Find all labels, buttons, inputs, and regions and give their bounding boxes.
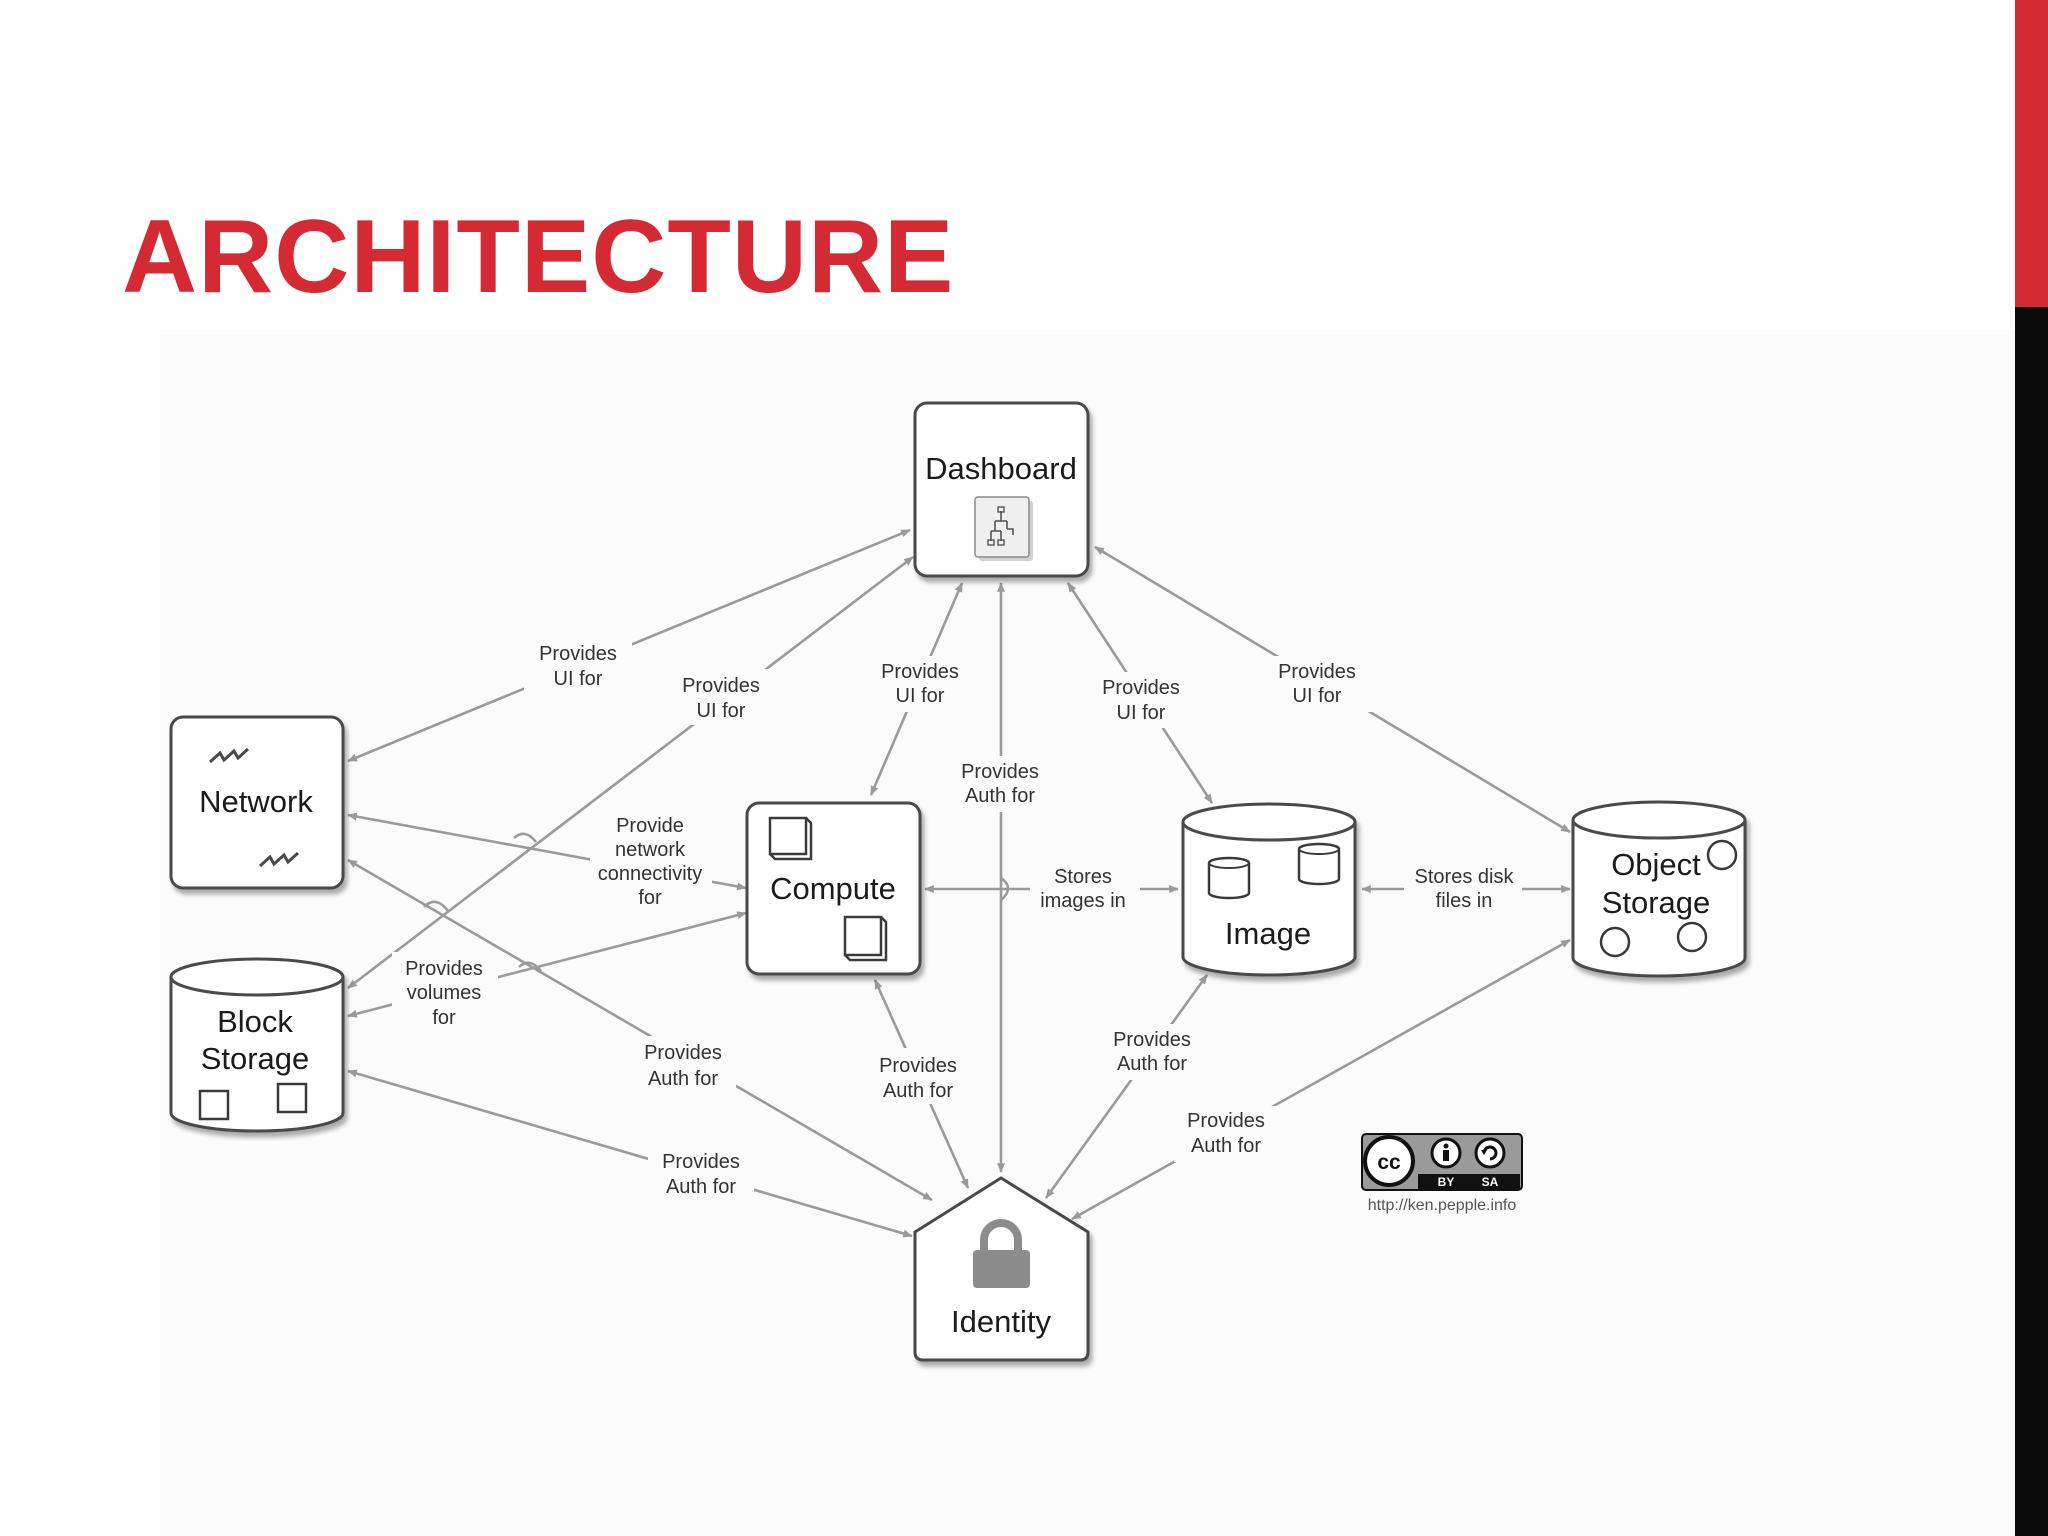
edge-label-identity-object: Provides Auth for: [1174, 1106, 1280, 1162]
svg-text:Provides: Provides: [682, 675, 760, 697]
lock-icon: [973, 1219, 1030, 1288]
svg-text:Provides: Provides: [644, 1042, 722, 1064]
edge-label-identity-image: Provides Auth for: [1100, 1024, 1206, 1080]
svg-text:files in: files in: [1436, 890, 1493, 912]
node-object-storage-label: Storage: [1602, 885, 1711, 920]
edges: [347, 528, 1571, 1238]
edge-label-network-compute: Provide network connectivity for: [590, 812, 712, 912]
attribution-icon: [1430, 1137, 1462, 1169]
svg-text:UI for: UI for: [1117, 702, 1166, 724]
svg-text:Auth for: Auth for: [965, 785, 1035, 807]
block-square-icon: [276, 1082, 308, 1114]
svg-text:Stores disk: Stores disk: [1415, 866, 1515, 888]
image-disk-icon: [1297, 842, 1341, 886]
edge-hop: [513, 832, 538, 843]
image-disk-icon: [1207, 856, 1251, 900]
svg-text:Provides: Provides: [961, 761, 1039, 783]
edge-identity-image: [1044, 974, 1209, 1199]
edge-hop: [423, 900, 450, 912]
network-lightning-icon: [208, 747, 250, 764]
node-identity-label: Identity: [951, 1304, 1051, 1339]
svg-text:network: network: [615, 839, 686, 861]
network-lightning-icon: [258, 851, 300, 868]
node-image: Image: [1181, 802, 1357, 977]
svg-text:Provides: Provides: [1113, 1029, 1191, 1051]
edge-identity-object-storage: [1071, 938, 1571, 1221]
node-compute: Compute: [745, 801, 922, 976]
svg-text:Provides: Provides: [1187, 1110, 1265, 1132]
compute-cube-icon: [768, 816, 813, 861]
svg-text:Provides: Provides: [1278, 661, 1356, 683]
edge-label-identity-compute: Provides Auth for: [866, 1048, 972, 1104]
edge-label-dash-block: Provides UI for: [666, 669, 776, 725]
svg-text:Provides: Provides: [881, 661, 959, 683]
node-compute-label: Compute: [770, 871, 896, 906]
node-object-storage: Object Storage: [1571, 800, 1747, 978]
node-block-storage: Block Storage: [169, 957, 345, 1133]
svg-text:connectivity: connectivity: [598, 863, 703, 885]
svg-text:for: for: [432, 1007, 456, 1029]
svg-text:Provides: Provides: [879, 1055, 957, 1077]
dashboard-icon: [974, 496, 1033, 561]
svg-text:Auth for: Auth for: [648, 1068, 718, 1090]
edge-label-image-object: Stores disk files in: [1404, 862, 1522, 918]
edge-hop: [1000, 876, 1010, 901]
edge-label-block-compute: Provides volumes for: [392, 952, 498, 1032]
edge-label-compute-image: Stores images in: [1030, 862, 1140, 918]
svg-text:Auth for: Auth for: [1191, 1135, 1261, 1157]
block-square-icon: [198, 1089, 230, 1121]
svg-text:Provides: Provides: [405, 958, 483, 980]
svg-text:volumes: volumes: [407, 982, 481, 1004]
svg-text:cc: cc: [1377, 1151, 1401, 1174]
svg-text:Provides: Provides: [1102, 677, 1180, 699]
object-circle-icon: [1706, 839, 1738, 871]
edge-hop: [518, 961, 543, 972]
object-circle-icon: [1676, 921, 1708, 953]
edge-label-dash-object: Provides UI for: [1264, 656, 1372, 712]
credit-url: http://ken.pepple.info: [1368, 1197, 1517, 1214]
node-image-label: Image: [1225, 916, 1311, 951]
edge-label-dash-image: Provides UI for: [1088, 672, 1196, 728]
node-block-storage-label: Block: [217, 1004, 293, 1039]
node-dashboard: Dashboard: [913, 401, 1090, 578]
svg-text:SA: SA: [1482, 1175, 1499, 1189]
svg-text:Provides: Provides: [662, 1151, 740, 1173]
node-dashboard-label: Dashboard: [925, 451, 1077, 486]
node-block-storage-label: Storage: [201, 1041, 310, 1076]
svg-text:UI for: UI for: [697, 700, 746, 722]
edge-labels: Provides UI for Provides UI for Provides…: [392, 638, 1522, 1200]
object-circle-icon: [1599, 926, 1631, 958]
node-network: Network: [169, 715, 345, 890]
svg-text:Auth for: Auth for: [883, 1080, 953, 1102]
svg-text:Provides: Provides: [539, 643, 617, 665]
edge-label-identity-block: Provides Auth for: [648, 1144, 754, 1200]
accent-bar-black: [2015, 307, 2048, 1536]
share-alike-icon: [1474, 1137, 1506, 1169]
svg-text:BY: BY: [1438, 1175, 1455, 1189]
node-object-storage-label: Object: [1611, 847, 1701, 882]
compute-cube-icon: [843, 915, 888, 962]
edge-label-dash-network: Provides UI for: [524, 638, 632, 694]
edge-identity-block-storage: [347, 1069, 913, 1238]
svg-text:Provide: Provide: [616, 815, 684, 837]
svg-text:UI for: UI for: [896, 685, 945, 707]
svg-text:for: for: [638, 887, 662, 909]
accent-bar-red: [2015, 0, 2048, 307]
node-network-label: Network: [199, 784, 313, 819]
license-badge: cc BY SA http://ken.pepple.info: [1361, 1133, 1523, 1214]
edge-label-dash-compute: Provides UI for: [866, 656, 974, 712]
creative-commons-icon: cc: [1363, 1135, 1415, 1187]
svg-text:Auth for: Auth for: [1117, 1053, 1187, 1075]
svg-text:Auth for: Auth for: [666, 1176, 736, 1198]
slide-title: ARCHITECTURE: [122, 199, 955, 315]
edge-label-identity-dash: Provides Auth for: [950, 756, 1052, 812]
svg-text:UI for: UI for: [1293, 685, 1342, 707]
svg-text:Stores: Stores: [1054, 866, 1112, 888]
svg-text:UI for: UI for: [554, 668, 603, 690]
node-identity: Identity: [913, 1176, 1090, 1362]
edge-label-identity-network: Provides Auth for: [630, 1036, 736, 1092]
svg-text:images in: images in: [1040, 890, 1126, 912]
